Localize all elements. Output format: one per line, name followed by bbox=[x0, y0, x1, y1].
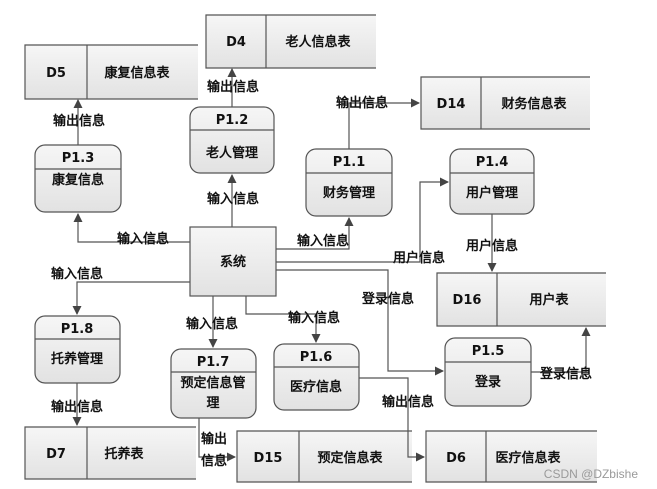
store-id: D15 bbox=[254, 451, 283, 466]
store-name: 财务信息表 bbox=[501, 96, 567, 112]
flow-label: 输出 bbox=[201, 431, 227, 447]
process-p1-4: P1.4 用户管理 bbox=[449, 148, 535, 215]
process-p1-3: P1.3 康复信息 bbox=[34, 144, 122, 213]
process-p1-1: P1.1 财务管理 bbox=[305, 148, 393, 217]
data-store-d5: D5 康复信息表 bbox=[24, 44, 198, 100]
process-id: P1.2 bbox=[216, 113, 249, 128]
process-p1-6: P1.6 医疗信息 bbox=[273, 343, 360, 411]
store-id: D7 bbox=[46, 447, 66, 462]
flow-p15-to-d16 bbox=[531, 327, 591, 373]
data-store-d7: D7 托养表 bbox=[24, 426, 196, 480]
process-p1-2: P1.2 老人管理 bbox=[189, 106, 275, 174]
store-name: 托养表 bbox=[104, 446, 144, 462]
flow-label: 输入信息 bbox=[297, 233, 349, 249]
process-id: P1.3 bbox=[62, 151, 95, 166]
process-name-line1: 预定信息管 bbox=[180, 375, 245, 391]
flow-label: 输入信息 bbox=[117, 231, 169, 247]
flow-label: 登录信息 bbox=[361, 291, 414, 307]
store-id: D4 bbox=[226, 35, 246, 50]
process-name: 托养管理 bbox=[51, 351, 103, 367]
store-id: D14 bbox=[437, 97, 466, 112]
process-p1-7: P1.7 预定信息管 理 bbox=[170, 348, 257, 419]
flow-label: 输出信息 bbox=[51, 399, 103, 415]
process-name: 用户管理 bbox=[465, 185, 518, 201]
process-name: 老人管理 bbox=[205, 145, 258, 161]
flow-system-to-p13 bbox=[73, 213, 190, 243]
process-p1-8: P1.8 托养管理 bbox=[34, 315, 121, 384]
flow-p17-to-d15 bbox=[198, 418, 236, 462]
process-id: P1.1 bbox=[333, 155, 366, 170]
flow-label: 输入信息 bbox=[207, 191, 259, 207]
store-id: D6 bbox=[446, 451, 466, 466]
system-entity: 系统 bbox=[189, 226, 277, 297]
flow-label: 用户信息 bbox=[392, 250, 445, 266]
watermark: CSDN @DZbishe bbox=[544, 467, 639, 481]
process-id: P1.8 bbox=[61, 322, 94, 337]
process-name-line2: 理 bbox=[206, 396, 219, 411]
process-name: 登录 bbox=[474, 374, 501, 390]
store-name: 预定信息表 bbox=[317, 450, 383, 466]
data-store-d6: D6 医疗信息表 bbox=[425, 430, 597, 483]
flow-system-to-p18 bbox=[72, 281, 190, 315]
store-id: D16 bbox=[453, 293, 482, 308]
process-id: P1.4 bbox=[476, 155, 509, 170]
process-name: 康复信息 bbox=[52, 172, 104, 188]
flow-system-to-p14 bbox=[276, 177, 449, 263]
flow-label: 输出信息 bbox=[382, 394, 434, 410]
flow-system-to-p16 bbox=[245, 296, 321, 343]
flow-p16-to-d6 bbox=[359, 377, 425, 462]
flow-system-to-p15 bbox=[276, 269, 444, 376]
process-name: 财务管理 bbox=[323, 185, 375, 201]
system-label: 系统 bbox=[220, 254, 246, 270]
store-name: 康复信息表 bbox=[104, 65, 170, 81]
data-store-d14: D14 财务信息表 bbox=[420, 76, 590, 130]
process-p1-5: P1.5 登录 bbox=[444, 337, 532, 407]
store-name: 用户表 bbox=[528, 292, 569, 308]
flow-label: 登录信息 bbox=[539, 366, 592, 382]
process-id: P1.7 bbox=[197, 355, 230, 370]
flow-label: 输入信息 bbox=[288, 310, 340, 326]
process-name: 医疗信息 bbox=[290, 379, 342, 395]
process-id: P1.6 bbox=[300, 350, 333, 365]
flow-label: 用户信息 bbox=[465, 238, 518, 254]
flow-label: 输出信息 bbox=[53, 113, 105, 129]
store-name: 医疗信息表 bbox=[495, 450, 561, 466]
process-id: P1.5 bbox=[472, 344, 505, 359]
flow-system-to-p11 bbox=[276, 217, 354, 250]
flow-label: 输出信息 bbox=[207, 79, 259, 95]
store-id: D5 bbox=[46, 66, 66, 81]
store-name: 老人信息表 bbox=[284, 34, 351, 50]
flow-label: 输出信息 bbox=[336, 95, 388, 111]
data-store-d4: D4 老人信息表 bbox=[205, 14, 376, 69]
data-store-d15: D15 预定信息表 bbox=[236, 430, 412, 483]
flow-label: 输入信息 bbox=[51, 266, 103, 282]
data-store-d16: D16 用户表 bbox=[436, 272, 606, 327]
flow-p11-to-d14 bbox=[348, 98, 420, 149]
flow-label: 信息 bbox=[201, 453, 227, 469]
flow-label: 输入信息 bbox=[186, 316, 238, 332]
